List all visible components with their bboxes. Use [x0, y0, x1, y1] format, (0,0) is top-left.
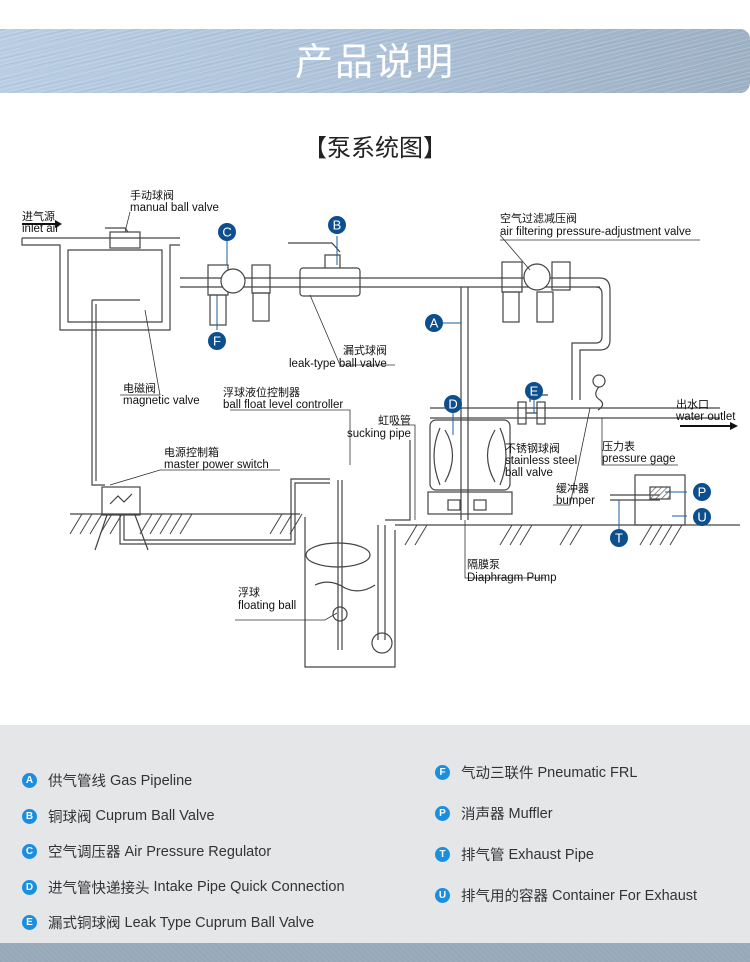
diagram-title: 【泵系统图】	[303, 134, 447, 162]
label-outlet-en: water outlet	[675, 411, 736, 423]
header-band	[0, 29, 750, 93]
svg-text:B: B	[333, 218, 342, 233]
svg-text:E: E	[530, 384, 539, 399]
svg-text:F: F	[213, 334, 221, 349]
legend-en: Intake Pipe Quick Connection	[153, 879, 345, 896]
label-manual-valve-en: manual ball valve	[130, 202, 219, 214]
legend-en: Exhaust Pipe	[508, 846, 594, 863]
label-air-filter-cn: 空气过滤减压阀	[500, 211, 577, 225]
page-title: 产品说明	[294, 40, 455, 84]
label-stainless-cn: 不锈钢球阀	[505, 441, 560, 455]
label-float-ball-en: floating ball	[238, 600, 296, 612]
badge-d-icon: D	[22, 879, 37, 895]
badge-e-icon: E	[22, 915, 37, 931]
label-leak-valve-cn: 漏式球阀	[343, 343, 387, 357]
badge-A: A	[425, 314, 443, 332]
legend-en: Gas Pipeline	[110, 772, 193, 789]
legend-en: Container For Exhaust	[552, 887, 698, 904]
legend-cn: 排气用的容器	[461, 889, 548, 905]
inlet-pipe	[21, 238, 180, 331]
label-float-ball-cn: 浮球	[238, 585, 260, 599]
label-sucking-cn: 虹吸管	[378, 413, 411, 427]
label-bumper-en: bumper	[556, 495, 595, 507]
svg-text:U: U	[697, 510, 706, 525]
label-float-ctrl-cn: 浮球液位控制器	[223, 385, 300, 399]
legend-cn: 进气管快递接头	[48, 880, 150, 897]
label-stainless-en1: stainless steel	[505, 455, 577, 467]
badge-P: P	[693, 483, 711, 501]
label-power-cn: 电源控制箱	[164, 445, 219, 459]
badge-D: D	[444, 395, 462, 413]
label-manual-valve-cn: 手动球阀	[130, 188, 174, 202]
badge-T: T	[610, 529, 628, 547]
label-leak-valve-en: leak-type ball valve	[289, 358, 387, 370]
badge-C: C	[218, 223, 236, 241]
label-outlet-cn: 出水口	[676, 397, 709, 411]
legend-cn: 漏式铜球阀	[48, 916, 121, 933]
legend-en: Pneumatic FRL	[537, 764, 638, 781]
legend-cn: 消声器	[461, 807, 505, 823]
legend-cn: 气动三联件	[461, 766, 534, 782]
svg-text:C: C	[222, 225, 231, 240]
legend-en: Air Pressure Regulator	[124, 843, 272, 860]
badge-u-icon: U	[435, 888, 450, 903]
legend-en: Leak Type Cuprum Ball Valve	[124, 914, 315, 931]
badge-c-icon: C	[22, 844, 37, 860]
legend-en: Muffler	[508, 805, 553, 822]
badge-b-icon: B	[22, 808, 37, 824]
legend-cn: 排气管	[461, 848, 505, 864]
label-inlet-air-en: inlet air	[22, 223, 59, 235]
svg-text:D: D	[448, 397, 457, 412]
badge-p-icon: P	[435, 806, 450, 821]
label-bumper-cn: 缓冲器	[556, 481, 589, 495]
badge-f-icon: F	[435, 765, 450, 780]
label-air-filter-en: air filtering pressure-adjustment valve	[500, 226, 691, 238]
label-magnetic-en: magnetic valve	[123, 395, 200, 407]
legend-cn: 铜球阀	[48, 809, 92, 826]
badge-F: F	[208, 332, 226, 350]
label-magnetic-cn: 电磁阀	[123, 381, 156, 395]
label-stainless-en2: ball valve	[505, 467, 553, 479]
label-inlet-air-cn: 进气源	[22, 209, 55, 223]
label-pump-en: Diaphragm Pump	[467, 572, 556, 584]
ground-hatching	[69, 513, 683, 546]
svg-text:A: A	[430, 316, 439, 331]
legend-cn: 空气调压器	[48, 845, 121, 862]
legend-cn: 供气管线	[48, 774, 106, 791]
label-pump-cn: 隔膜泵	[467, 558, 500, 571]
label-gage-cn: 压力表	[602, 439, 635, 453]
pump-system-diagram: A B C D E F P U T 进气源 inlet air 手动球阀 man…	[21, 188, 740, 668]
svg-text:T: T	[615, 531, 623, 546]
footer-band	[0, 943, 750, 962]
label-power-en: master power switch	[164, 459, 269, 471]
label-gage-en: pressure gage	[602, 453, 676, 465]
badge-B: B	[328, 216, 346, 234]
badge-E: E	[525, 382, 543, 400]
badge-a-icon: A	[22, 773, 37, 789]
badge-U: U	[693, 508, 711, 526]
label-float-ctrl-en: ball float level controller	[223, 399, 343, 411]
svg-text:P: P	[698, 485, 707, 500]
bypass-loop	[67, 249, 163, 323]
label-sucking-en: sucking pipe	[347, 428, 411, 440]
badge-t-icon: T	[435, 847, 450, 862]
legend-en: Cuprum Ball Valve	[95, 808, 215, 825]
